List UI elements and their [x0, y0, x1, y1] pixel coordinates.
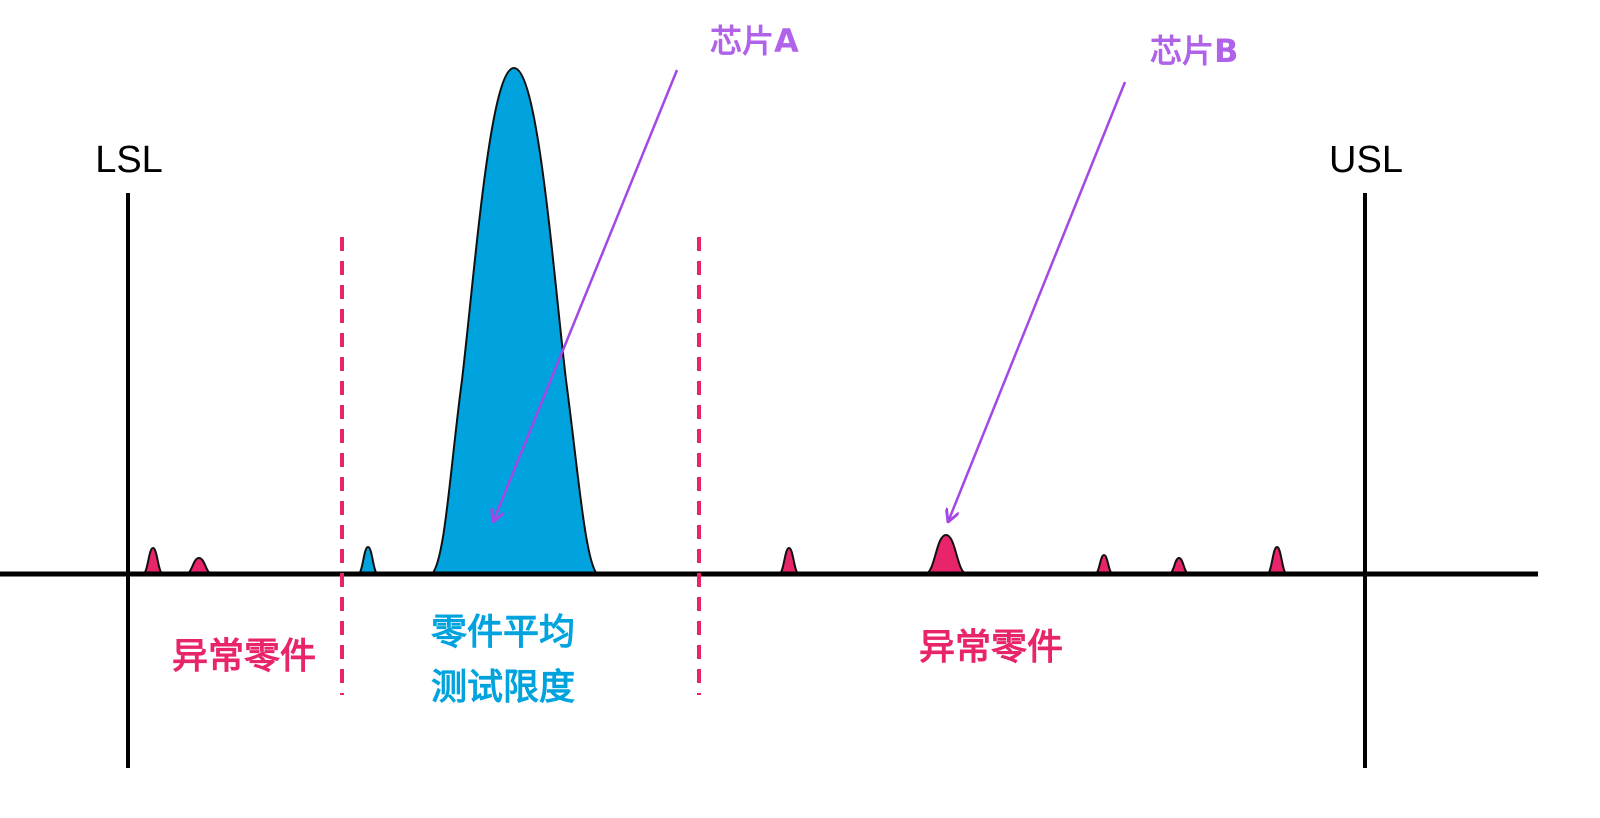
lsl-label: LSL — [95, 139, 163, 181]
main-distribution-peak — [429, 66, 600, 575]
chip-b-peak — [924, 533, 968, 575]
normal-small-peak — [357, 545, 379, 575]
chip-b-arrow — [948, 81, 1127, 522]
pat-limit-label-line2: 测试限度 — [431, 667, 575, 708]
chip-a-label: 芯片A — [710, 22, 799, 60]
usl-label: USL — [1329, 139, 1403, 181]
abnormal-peak — [142, 546, 164, 575]
abnormal-peak — [1266, 545, 1288, 575]
pat-limit-label-line1: 零件平均 — [431, 612, 575, 653]
abnormal-peak — [1094, 553, 1114, 575]
abnormal-peak — [778, 546, 800, 575]
abnormal-parts-right-label: 异常零件 — [919, 627, 1063, 668]
abnormal-parts-left-label: 异常零件 — [172, 636, 316, 677]
chip-b-label: 芯片B — [1150, 32, 1238, 70]
chip-a-arrow — [493, 69, 679, 522]
